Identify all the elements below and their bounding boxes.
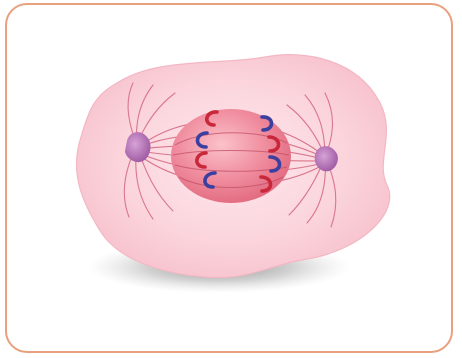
cell-illustration (7, 5, 453, 353)
figure-frame (5, 3, 453, 353)
